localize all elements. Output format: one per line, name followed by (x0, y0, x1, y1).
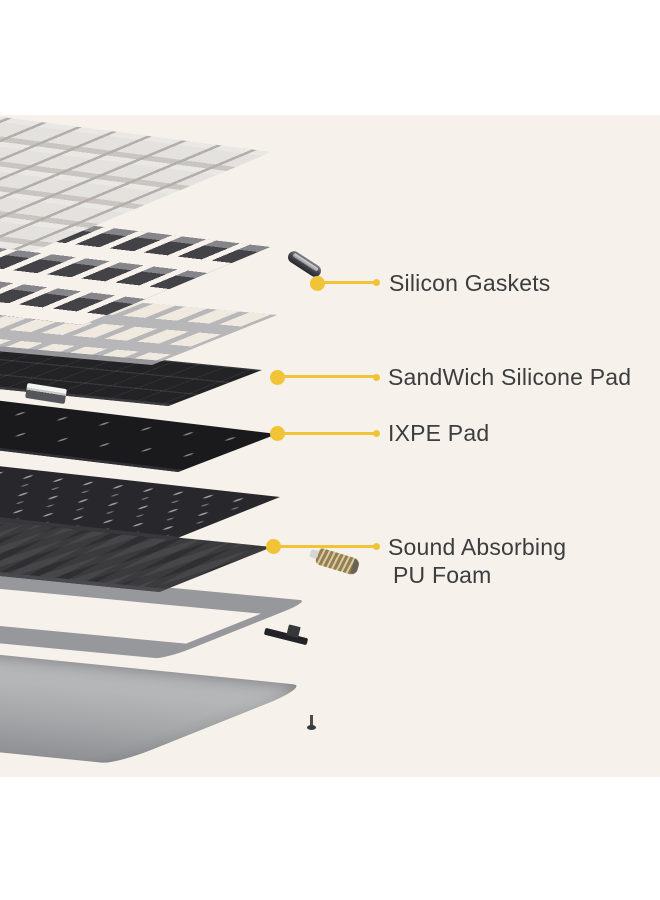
callout-line-ixpe-pad (277, 432, 377, 435)
daughterboard-connector (286, 624, 301, 638)
callout-enddot-pu-foam (373, 543, 380, 550)
callout-enddot-ixpe-pad (373, 430, 380, 437)
screw-head (306, 725, 316, 730)
callout-enddot-sandwich-silicone-pad (373, 374, 380, 381)
callout-line-pu-foam (274, 545, 377, 548)
screw-part (306, 714, 316, 734)
callout-label-silicon-gaskets: Silicon Gaskets (389, 270, 551, 296)
callout-label-pu-foam-line2: PU Foam (393, 562, 492, 588)
callout-enddot-silicon-gaskets (373, 279, 380, 286)
screw-stem (309, 715, 313, 726)
callout-label-pu-foam-line1: Sound Absorbing (388, 534, 567, 560)
callout-dot-pu-foam (266, 539, 281, 554)
callout-label-ixpe-pad: IXPE Pad (388, 420, 490, 446)
callout-line-silicon-gaskets (317, 281, 377, 284)
callout-label-sandwich-silicone-pad: SandWich Silicone Pad (388, 364, 632, 390)
callout-label-pu-foam: Sound Absorbing PU Foam (388, 533, 566, 589)
callout-line-sandwich-silicone-pad (277, 375, 377, 378)
